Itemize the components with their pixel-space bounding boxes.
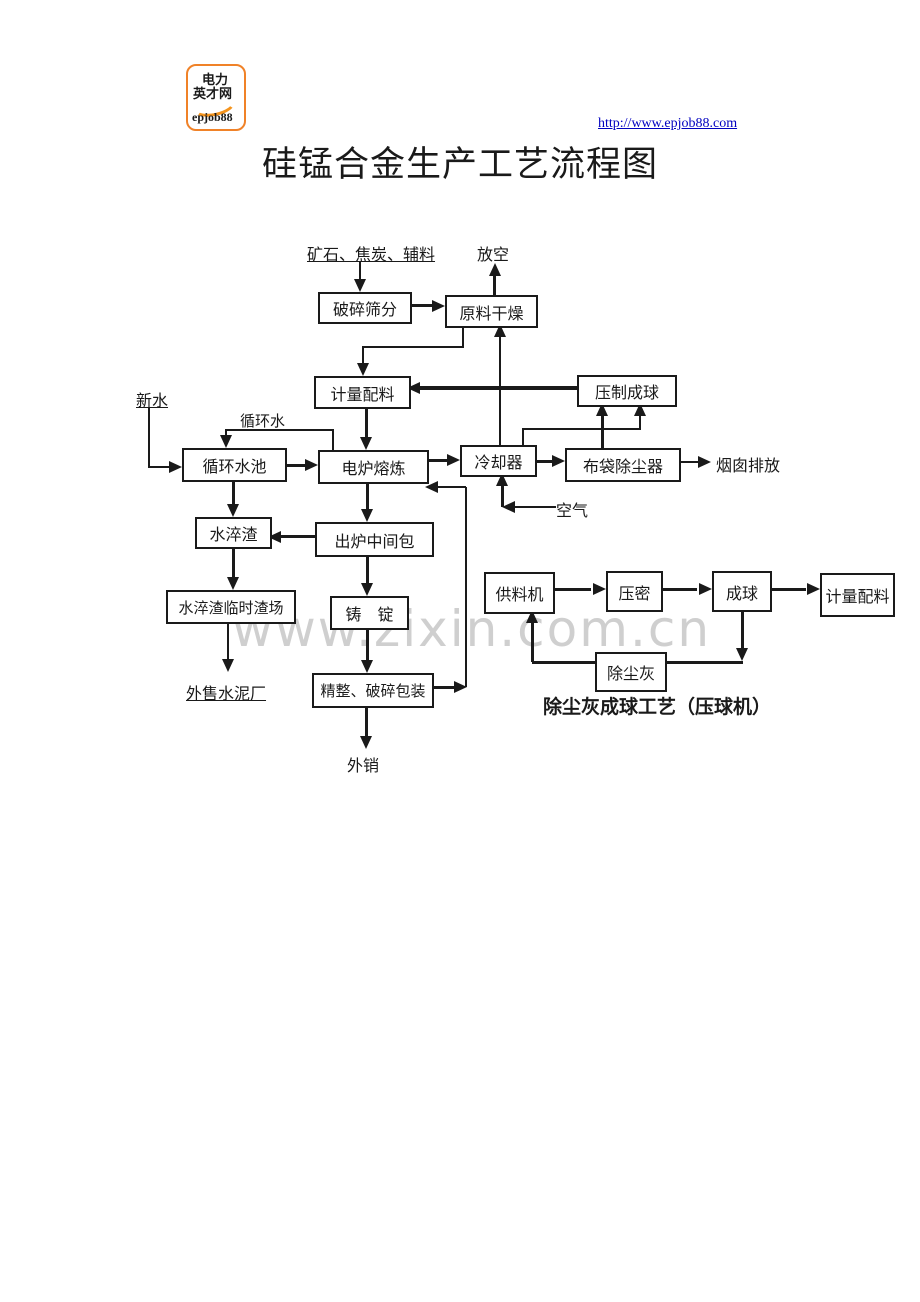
flow-line [283, 464, 306, 467]
flow-line [227, 619, 229, 660]
flow-line [659, 588, 697, 591]
logo-text-2: 英才网 [193, 86, 233, 101]
arrowhead [699, 583, 712, 595]
flow-line [437, 486, 466, 488]
flow-line [225, 431, 227, 437]
arrowhead [227, 504, 239, 517]
flow-line [639, 415, 641, 428]
site-link[interactable]: http://www.epjob88.com [598, 116, 738, 131]
flow-line [332, 429, 334, 450]
flow-line [430, 686, 455, 689]
flow-line [465, 487, 467, 687]
flow-line [148, 466, 170, 468]
node-ingot-casting: 铸 锭 [330, 596, 409, 630]
node-tapping-tundish: 出炉中间包 [315, 522, 434, 557]
arrowhead [169, 461, 182, 473]
node-circulating-pool: 循环水池 [182, 448, 287, 482]
flow-line [366, 480, 369, 510]
arrowhead [425, 481, 438, 493]
node-balling: 成球 [712, 571, 772, 612]
flow-line [501, 485, 504, 507]
flow-line [522, 429, 524, 445]
flow-line [362, 346, 464, 348]
arrowhead [361, 509, 373, 522]
node-cooler: 冷却器 [460, 445, 537, 477]
flow-line [362, 348, 364, 365]
flow-line [148, 407, 150, 468]
node-crushing-screening: 破碎筛分 [318, 292, 412, 324]
arrowhead [447, 454, 460, 466]
label-fresh-water: 新水 [136, 393, 169, 410]
flow-line [365, 405, 368, 438]
arrowhead [698, 456, 711, 468]
arrowhead [807, 583, 820, 595]
node-dust-ash: 除尘灰 [595, 652, 667, 692]
flow-line [499, 336, 501, 445]
node-press-balling: 压制成球 [577, 375, 677, 407]
flow-line [677, 461, 699, 463]
flow-line [514, 506, 556, 508]
label-export-sale: 外销 [347, 758, 380, 775]
flow-line [365, 704, 368, 736]
label-circulating-water: 循环水 [240, 414, 286, 430]
node-compacting: 压密 [606, 571, 663, 612]
label-cement-plant: 外售水泥厂 [186, 686, 267, 703]
flow-line [522, 428, 641, 430]
arrowhead [736, 648, 748, 661]
arrowhead [360, 437, 372, 450]
arrowhead [354, 279, 366, 292]
label-air: 空气 [556, 503, 589, 520]
arrowhead [502, 501, 515, 513]
arrowhead [357, 363, 369, 376]
logo-text-1: 电力 [202, 72, 229, 87]
node-sub-measuring-batching: 计量配料 [820, 573, 895, 617]
arrowhead [454, 681, 467, 693]
page-title: 硅锰合金生产工艺流程图 [261, 145, 658, 184]
arrowhead [220, 435, 232, 448]
flow-line [232, 545, 235, 578]
label-vent: 放空 [477, 247, 510, 264]
node-slag-temp-yard: 水淬渣临时渣场 [166, 590, 296, 624]
arrowhead [432, 300, 445, 312]
arrowhead [305, 459, 318, 471]
label-raw-materials: 矿石、焦炭、辅料 [307, 247, 436, 264]
flow-line [281, 535, 315, 538]
arrowhead [593, 583, 606, 595]
flow-line [533, 460, 553, 463]
epjob88-logo: 电力 英才网 epjob88 [186, 64, 246, 131]
flow-line [493, 275, 496, 295]
arrowhead [360, 736, 372, 749]
node-measuring-batching: 计量配料 [314, 376, 411, 409]
flow-line [551, 588, 591, 591]
node-feeder: 供料机 [484, 572, 555, 614]
node-water-quenched-slag: 水淬渣 [195, 517, 272, 549]
arrowhead [361, 583, 373, 596]
node-raw-material-drying: 原料干燥 [445, 295, 538, 328]
flow-line [225, 429, 334, 431]
flow-line [366, 626, 369, 661]
flow-line [366, 553, 369, 584]
node-finishing-packing: 精整、破碎包装 [312, 673, 434, 708]
node-electric-furnace: 电炉熔炼 [318, 450, 429, 484]
flow-line [462, 324, 464, 346]
flow-line [531, 622, 534, 662]
sub-flow-caption: 除尘灰成球工艺（压球机） [543, 697, 772, 718]
node-bag-dust-collector: 布袋除尘器 [565, 448, 681, 482]
arrowhead [552, 455, 565, 467]
flow-line [425, 459, 448, 462]
arrowhead [489, 263, 501, 276]
arrowhead [222, 659, 234, 672]
arrowhead [361, 660, 373, 673]
logo-text-3: epjob88 [192, 110, 233, 124]
flow-line [232, 478, 235, 505]
flow-line [768, 588, 806, 591]
arrowhead [227, 577, 239, 590]
label-stack-discharge: 烟囱排放 [716, 458, 781, 475]
flow-line [419, 386, 577, 390]
flow-line [601, 415, 604, 448]
flow-line [359, 262, 361, 280]
flow-line [408, 304, 432, 307]
flow-line [741, 608, 744, 648]
